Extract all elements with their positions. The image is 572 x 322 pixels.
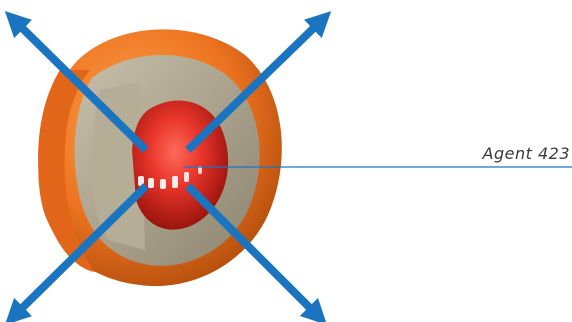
arrow-top-right (185, 11, 332, 153)
arrow-top-left (4, 11, 149, 153)
arrow-bottom-left (4, 183, 149, 322)
arrow-bottom-right (185, 183, 328, 322)
agent-label: Agent 423 (482, 144, 570, 163)
